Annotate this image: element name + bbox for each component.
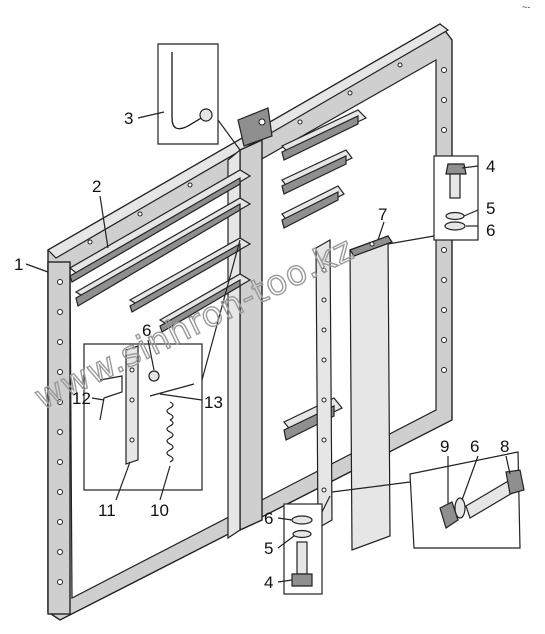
callout-5-top: 5 [486, 199, 495, 218]
support-leg [349, 235, 393, 551]
louvre-blades [68, 109, 368, 441]
callout-8: 8 [500, 437, 509, 456]
callout-5-bottom: 5 [264, 539, 273, 558]
right-post-holes [441, 67, 447, 373]
callout-1: 1 [14, 255, 23, 274]
left-post-holes [57, 279, 63, 585]
callout-6-bottom: 6 [264, 509, 273, 528]
callout-9: 9 [440, 437, 449, 456]
corner-mark: ~- [522, 2, 530, 12]
callout-11: 11 [98, 501, 116, 520]
leader-lines [25, 111, 511, 583]
callout-2: 2 [92, 177, 101, 196]
slider-post [315, 238, 333, 530]
top-rail-holes [87, 62, 403, 245]
detail-bolt-3 [157, 43, 241, 151]
callout-4-top: 4 [486, 157, 495, 176]
callout-4-bottom: 4 [264, 573, 273, 592]
detail-bolt-8-9-6 [331, 451, 525, 549]
callout-13: 13 [204, 393, 223, 412]
callout-3: 3 [124, 109, 133, 128]
callout-10: 10 [150, 501, 169, 520]
callout-6-right: 6 [470, 437, 479, 456]
callout-12: 12 [72, 389, 91, 408]
detail-spring-lever [83, 239, 241, 491]
callout-7: 7 [378, 205, 387, 224]
callout-6-top: 6 [486, 221, 495, 240]
callout-6-spring: 6 [142, 321, 151, 340]
callout-labels: 1 2 3 4 5 6 7 6 12 13 11 10 9 6 8 6 5 4 [14, 109, 509, 592]
detail-bolt-4-5-6-bottom [283, 495, 331, 595]
